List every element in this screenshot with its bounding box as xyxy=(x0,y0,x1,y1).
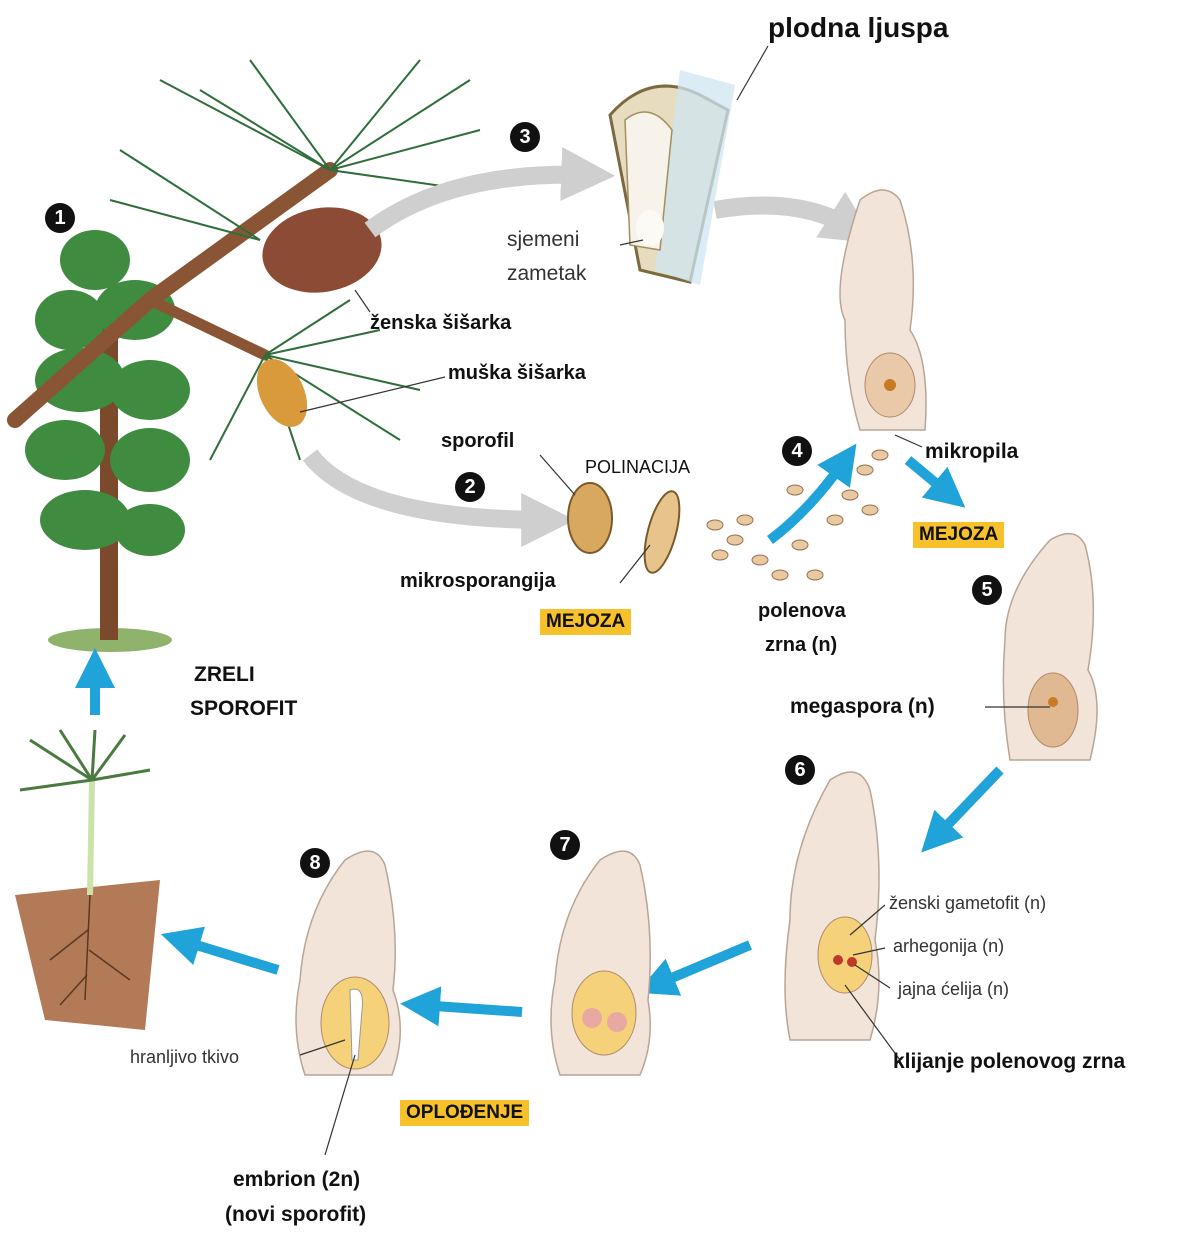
step-8-badge: 8 xyxy=(300,848,330,878)
label-novi-sporofit: (novi sporofit) xyxy=(225,1203,366,1227)
ovule-stage-7 xyxy=(551,851,650,1075)
step-2-badge: 2 xyxy=(455,472,485,502)
ovule-stage-6 xyxy=(785,772,900,1060)
label-muska-sisarka: muška šišarka xyxy=(448,362,586,385)
step-1-badge: 1 xyxy=(45,203,75,233)
label-zrna: zrna (n) xyxy=(765,634,837,657)
label-zenska-sisarka: ženska šišarka xyxy=(370,312,511,335)
step-6-badge: 6 xyxy=(785,755,815,785)
seedling xyxy=(15,730,160,1030)
gray-arrows xyxy=(310,175,855,520)
step-5-badge: 5 xyxy=(972,575,1002,605)
step-4-badge: 4 xyxy=(782,436,812,466)
label-polinacija: POLINACIJA xyxy=(585,457,690,478)
label-jajna-celija: jajna ćelija (n) xyxy=(898,979,1009,1000)
label-oplodjenje: OPLOĐENJE xyxy=(400,1100,529,1126)
label-mejoza-pollen: MEJOZA xyxy=(540,609,631,635)
label-polenova: polenova xyxy=(758,600,846,623)
label-sporofil: sporofil xyxy=(441,430,514,453)
label-plodna-ljuspa: plodna ljuspa xyxy=(768,12,948,44)
label-arhegonija: arhegonija (n) xyxy=(893,936,1004,957)
label-zenski-gametofit: ženski gametofit (n) xyxy=(889,893,1046,914)
ovule-stage-3 xyxy=(840,190,926,447)
label-embrion: embrion (2n) xyxy=(233,1168,360,1192)
label-sporofit: SPOROFIT xyxy=(190,697,297,721)
seed-scale xyxy=(610,46,768,285)
label-sjemeni: sjemeni xyxy=(507,228,579,252)
label-mejoza-ovule: MEJOZA xyxy=(913,522,1004,548)
label-zreli: ZRELI xyxy=(194,663,255,687)
step-3-badge: 3 xyxy=(510,122,540,152)
label-klijanje: klijanje polenovog zrna xyxy=(893,1050,1125,1074)
label-hranljivo-tkivo: hranljivo tkivo xyxy=(130,1047,239,1068)
step-7-badge: 7 xyxy=(550,830,580,860)
ovule-stage-5 xyxy=(985,534,1097,760)
label-mikrosporangija: mikrosporangija xyxy=(400,570,556,593)
ovule-stage-8 xyxy=(296,851,400,1155)
label-mikropila: mikropila xyxy=(925,440,1018,464)
label-megaspora: megaspora (n) xyxy=(790,695,935,719)
label-zametak: zametak xyxy=(507,262,586,286)
